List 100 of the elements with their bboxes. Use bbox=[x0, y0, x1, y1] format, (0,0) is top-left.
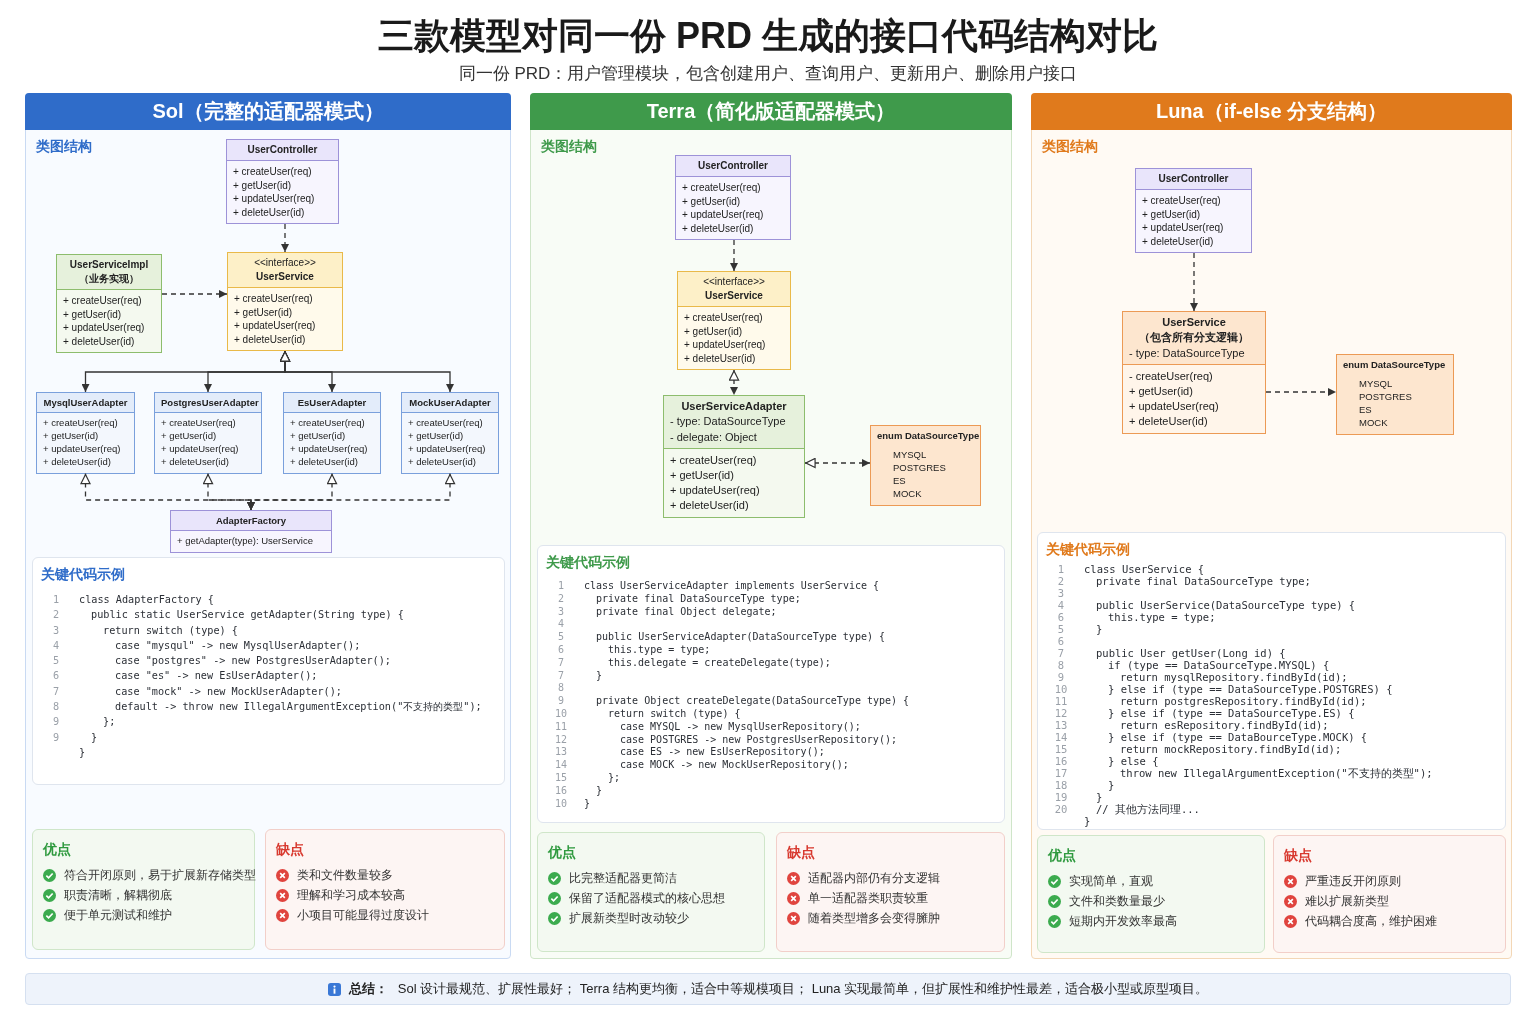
class-member: + getUser(id) bbox=[682, 195, 741, 207]
code-line: } else if (type == DataSourceType.POSTGRES) { bbox=[1108, 683, 1393, 695]
arrow bbox=[804, 457, 871, 469]
line-number: 9 bbox=[558, 695, 564, 707]
list-item: 扩展新类型时改动较少 bbox=[569, 910, 689, 926]
class-name: UserService bbox=[256, 271, 314, 282]
class-member: MOCK bbox=[1359, 416, 1388, 428]
class-name: AdapterFactory bbox=[215, 515, 287, 526]
class-member: + getUser(id) bbox=[290, 430, 346, 442]
card-heading: 优点 bbox=[548, 844, 576, 862]
class-member: + updateUser(req) bbox=[161, 442, 239, 454]
line-number: 7 bbox=[52, 685, 60, 697]
class-box bbox=[227, 252, 343, 351]
class-member: + getUser(id) bbox=[161, 430, 217, 442]
line-number: 17 bbox=[1054, 767, 1068, 779]
class-member: + deleteUser(id) bbox=[408, 455, 476, 467]
line-number: 9 bbox=[52, 731, 60, 743]
class-member: ES bbox=[1359, 403, 1372, 415]
class-member: + createUser(req) bbox=[684, 312, 763, 323]
line-number: 6 bbox=[1057, 611, 1065, 623]
class-member: + deleteUser(id) bbox=[1129, 414, 1208, 427]
list-item: 单一适配器类职责较重 bbox=[808, 890, 928, 906]
code-line: public static UserService getAdapter(String type) { bbox=[91, 609, 404, 621]
class-name: enum DataSourceType bbox=[1343, 359, 1446, 370]
code-line: } else { bbox=[1108, 755, 1159, 767]
card-heading: 缺点 bbox=[787, 844, 815, 862]
class-member: + updateUser(req) bbox=[234, 320, 316, 331]
line-number: 1 bbox=[1057, 563, 1065, 575]
class-name: PostgresUserAdapter bbox=[161, 397, 259, 408]
line-number: 5 bbox=[558, 631, 564, 643]
line-number: 9 bbox=[1057, 671, 1065, 683]
code-line: class AdapterFactory { bbox=[79, 594, 214, 605]
line-number: 11 bbox=[554, 720, 567, 732]
class-box bbox=[1122, 311, 1266, 434]
line-number: 8 bbox=[1057, 659, 1065, 671]
code-line: } bbox=[79, 746, 86, 758]
class-member: + updateUser(req) bbox=[233, 193, 315, 204]
class-member: + updateUser(req) bbox=[1142, 222, 1224, 233]
class-member: + updateUser(req) bbox=[43, 442, 121, 454]
code-line: private final DataSourceType type; bbox=[596, 592, 801, 604]
class-member: + getUser(id) bbox=[1142, 208, 1201, 220]
section-heading: 关键代码示例 bbox=[41, 566, 125, 584]
class-member: + updateUser(req) bbox=[684, 339, 766, 350]
class-box bbox=[226, 139, 339, 224]
card-heading: 优点 bbox=[1048, 847, 1076, 865]
class-member: + deleteUser(id) bbox=[684, 352, 756, 364]
code-line: case MYSQL -> new MysqlUserRepository(); bbox=[620, 720, 861, 732]
column-panel bbox=[1031, 93, 1512, 959]
class-box bbox=[675, 155, 791, 240]
section-heading: 关键代码示例 bbox=[546, 554, 630, 572]
list-item: 职责清晰，解耦彻底 bbox=[64, 887, 172, 903]
line-number: 6 bbox=[52, 670, 60, 682]
panel-header: Luna（if-else 分支结构） bbox=[1031, 93, 1512, 130]
code-line: } bbox=[1108, 779, 1115, 791]
column-panel bbox=[25, 93, 511, 959]
class-member: + createUser(req) bbox=[233, 166, 312, 177]
class-name: EsUserAdapter bbox=[297, 397, 367, 408]
line-number: 4 bbox=[1057, 599, 1065, 611]
line-number: 1 bbox=[558, 580, 564, 591]
class-member: + deleteUser(id) bbox=[43, 455, 111, 467]
code-line: this.type = type; bbox=[1108, 611, 1216, 623]
line-number: 6 bbox=[1057, 635, 1065, 647]
list-item: 短期内开发效率最高 bbox=[1069, 913, 1177, 929]
code-line: } bbox=[1096, 791, 1103, 803]
list-item: 符合开闭原则，易于扩展新存储类型 bbox=[64, 867, 256, 883]
line-number: 4 bbox=[52, 639, 60, 651]
line-number: 19 bbox=[1054, 791, 1068, 803]
list-item: 类和文件数量较多 bbox=[297, 867, 393, 883]
class-box bbox=[36, 392, 135, 474]
code-line: } else if (type == DataSourceType.ES) { bbox=[1108, 707, 1355, 719]
class-member: + updateUser(req) bbox=[408, 442, 486, 454]
class-name: UserController bbox=[1158, 173, 1229, 184]
column-panel bbox=[530, 93, 1012, 959]
class-member: + createUser(req) bbox=[408, 417, 483, 429]
line-number: 15 bbox=[1054, 743, 1068, 755]
class-name: UserService bbox=[1162, 316, 1226, 328]
class-member: + getUser(id) bbox=[63, 308, 122, 320]
class-name: UserController bbox=[698, 160, 768, 171]
class-box bbox=[56, 254, 162, 353]
class-member: <<interface>> bbox=[703, 276, 765, 287]
code-line: return switch (type) { bbox=[608, 707, 741, 719]
code-line: case "es" -> new EsUserAdapter(); bbox=[115, 670, 318, 682]
line-number: 10 bbox=[554, 797, 567, 809]
class-member: + deleteUser(id) bbox=[63, 335, 135, 347]
class-member: + deleteUser(id) bbox=[682, 222, 754, 234]
code-line: this.type = type; bbox=[608, 644, 711, 655]
line-number: 13 bbox=[554, 746, 567, 758]
list-item: 实现简单，直观 bbox=[1069, 873, 1153, 889]
class-member: + createUser(req) bbox=[43, 417, 118, 429]
line-number: 3 bbox=[52, 624, 60, 636]
code-card bbox=[32, 557, 505, 785]
class-member: + getAdapter(type): UserService bbox=[177, 535, 313, 547]
class-member: POSTGRES bbox=[1359, 391, 1412, 403]
class-name: （业务实现） bbox=[79, 273, 139, 284]
class-member: - type: DataSourceType bbox=[1129, 346, 1245, 359]
class-member: + updateUser(req) bbox=[670, 483, 760, 496]
class-member: - type: DataSourceType bbox=[670, 415, 786, 428]
line-number: 12 bbox=[1054, 707, 1068, 719]
line-number: 8 bbox=[52, 701, 60, 713]
code-line: public User getUser(Long id) { bbox=[1096, 647, 1286, 659]
